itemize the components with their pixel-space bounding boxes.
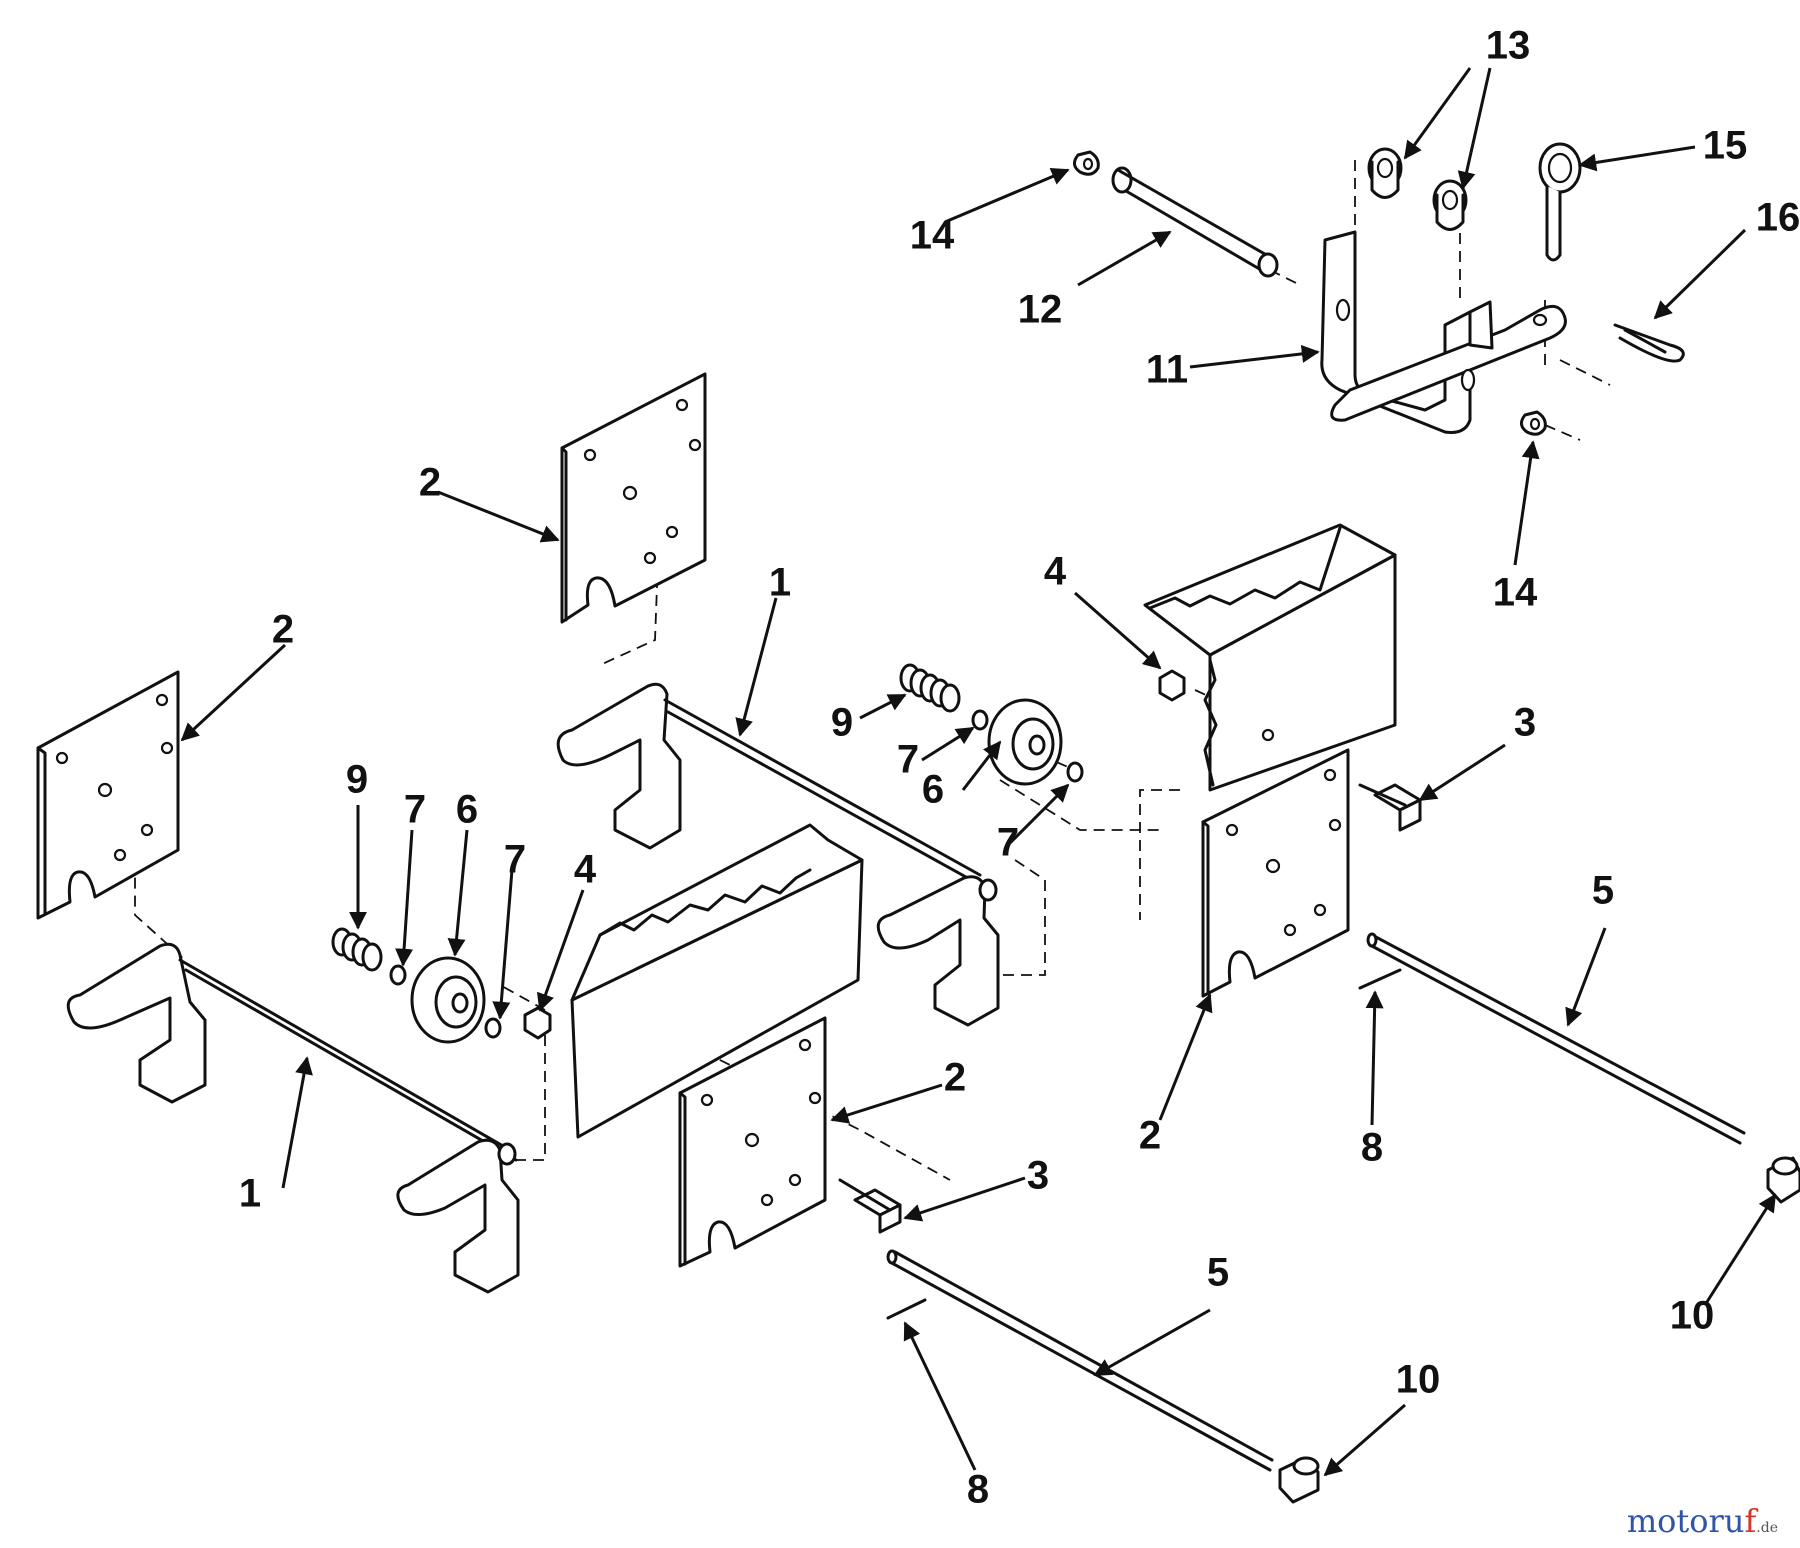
cotter-pin-lower — [886, 1298, 927, 1320]
spring-upper — [899, 663, 961, 713]
callout-label: 2 — [944, 1056, 966, 1100]
callout-label: 4 — [574, 848, 597, 892]
watermark-suffix: .de — [1756, 1520, 1778, 1536]
callout-label: 12 — [1018, 288, 1063, 332]
callout-label: 7 — [404, 788, 426, 832]
callout-labels: 1 1 2 2 2 2 3 3 4 4 5 5 6 6 7 7 7 7 8 8 … — [239, 24, 1800, 1512]
washer-upper-1 — [971, 709, 989, 731]
cotter-pin-right — [1358, 968, 1402, 990]
pedal-linkage-assembly — [1073, 142, 1685, 436]
end-cap-lower — [1278, 1456, 1320, 1504]
washer-left-1 — [389, 964, 407, 986]
watermark-main: motoru — [1626, 1502, 1745, 1540]
callout-label: 10 — [1396, 1358, 1441, 1402]
callout-label: 10 — [1670, 1294, 1715, 1338]
clevis-pin — [1538, 142, 1582, 262]
mounting-plate-left — [36, 670, 180, 920]
nut-upper — [1158, 669, 1186, 702]
mounting-plate-right — [1201, 748, 1350, 998]
callout-label: 13 — [1486, 24, 1531, 68]
hardware — [331, 663, 1800, 1504]
callout-label: 3 — [1027, 1154, 1049, 1198]
callout-label: 1 — [769, 561, 791, 605]
angle-iron-right — [1143, 523, 1397, 792]
pedal-bracket — [1320, 230, 1567, 434]
hair-pin-clip — [1613, 323, 1685, 363]
callout-label: 5 — [1592, 869, 1614, 913]
callout-label: 3 — [1514, 701, 1536, 745]
callout-label: 7 — [997, 821, 1019, 865]
callout-label: 2 — [419, 461, 441, 505]
bolt-right — [1358, 783, 1422, 832]
callout-label: 2 — [272, 608, 294, 652]
callout-label: 9 — [346, 758, 368, 802]
spring-left — [331, 927, 383, 972]
callout-label: 16 — [1756, 196, 1800, 240]
pulley-upper — [987, 698, 1063, 786]
rod-right — [1366, 932, 1746, 1145]
washer-left-2 — [484, 1017, 502, 1039]
nut-left — [523, 1006, 552, 1040]
callout-label: 6 — [456, 788, 478, 832]
rod-lower — [886, 1249, 1274, 1472]
callout-label: 1 — [239, 1172, 261, 1216]
callout-label: 14 — [1493, 571, 1538, 615]
callout-label: 11 — [1146, 348, 1188, 392]
callout-label: 14 — [910, 214, 955, 258]
callout-label: 5 — [1207, 1251, 1229, 1295]
mounting-plate-lower-middle — [678, 1016, 827, 1268]
bolt-middle — [838, 1178, 902, 1234]
callout-label: 7 — [897, 738, 919, 782]
angle-iron-middle — [570, 823, 864, 1139]
pulley-left — [410, 956, 486, 1044]
callout-label: 7 — [504, 838, 526, 882]
washer-upper-2 — [1066, 761, 1084, 783]
callout-label: 8 — [1361, 1126, 1383, 1170]
callout-arrows — [180, 67, 1777, 1477]
end-cap-right — [1766, 1156, 1800, 1204]
hanger-bracket-upper — [556, 682, 1000, 1027]
callout-label: 9 — [831, 701, 853, 745]
watermark-accent: f — [1744, 1502, 1757, 1540]
hanger-bracket-lower — [66, 942, 520, 1294]
callout-label: 8 — [967, 1468, 989, 1512]
callout-label: 15 — [1703, 124, 1748, 168]
watermark: motoruf.de — [1627, 1502, 1778, 1540]
retaining-ring-upper — [1073, 150, 1100, 176]
mounting-plate-upper — [560, 372, 707, 624]
bushing-right — [1432, 179, 1468, 231]
bushing-left — [1367, 147, 1403, 199]
retaining-ring-lower — [1520, 410, 1547, 436]
callout-label: 4 — [1044, 550, 1067, 594]
callout-label: 2 — [1139, 1114, 1161, 1158]
callout-label: 6 — [922, 768, 944, 812]
pivot-pin — [1111, 166, 1279, 278]
